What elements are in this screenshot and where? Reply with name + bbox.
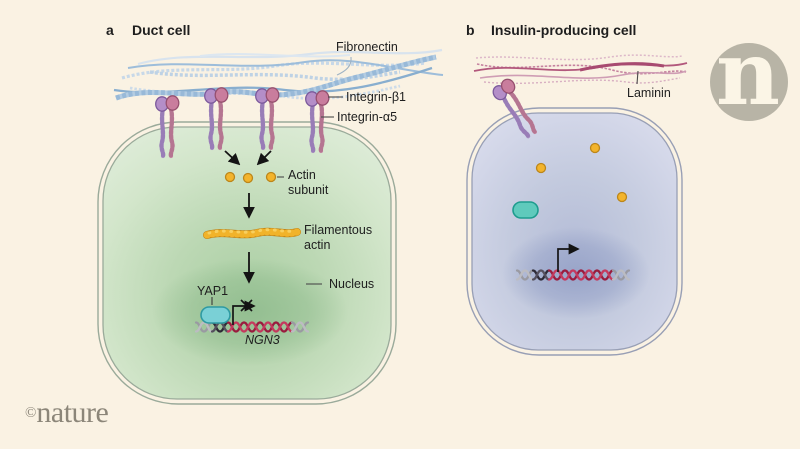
panel-a-title: Duct cell (132, 22, 191, 38)
yap1-protein (200, 306, 231, 324)
label-yap1: YAP1 (197, 284, 229, 298)
duct-cell (97, 121, 397, 405)
duct-nucleus (152, 258, 348, 366)
signal-arrows (224, 150, 272, 284)
label-filamentous-actin: Filamentous actin (304, 223, 373, 253)
transcription-x-mark (240, 299, 253, 312)
insulin-cell (466, 107, 683, 356)
label-integrin-alpha5: Integrin-α5 (337, 110, 398, 124)
converging-arrow-left (224, 150, 241, 166)
label-nucleus: Nucleus (329, 277, 375, 291)
actin-subunit-dot (616, 191, 628, 203)
laminin-leader-line (636, 70, 639, 85)
actin-subunits (224, 171, 277, 184)
panel-a-tag: a (106, 22, 114, 38)
panel-b-tag: b (466, 22, 475, 38)
label-ngn3-gene: NGN3 (245, 333, 280, 347)
label-integrin-beta1: Integrin-β1 (346, 90, 406, 104)
fibronectin-fibers (113, 48, 444, 101)
fibronectin-leader-line (336, 56, 352, 76)
nature-logo-letter: n (716, 21, 780, 125)
label-laminin: Laminin (627, 86, 671, 100)
actin-subunit-dot (535, 162, 547, 174)
filamentous-actin (203, 227, 301, 239)
copyright-name: nature (36, 396, 109, 429)
insulin-cell-outer-membrane (466, 107, 683, 356)
laminin-fibers (473, 54, 688, 85)
copyright-wordmark: ©nature (25, 396, 109, 430)
actin-subunit-dot (265, 171, 277, 183)
actin-subunit-dot (242, 172, 254, 184)
label-fibronectin: Fibronectin (336, 40, 398, 54)
duct-cell-outer-membrane (97, 121, 397, 405)
converging-arrow-right (256, 150, 272, 166)
yap1-protein-cytoplasmic (512, 201, 539, 219)
label-actin-subunit: Actin subunit (288, 168, 329, 198)
actin-subunits-b (535, 142, 628, 203)
active-transcription-arrow (557, 243, 580, 272)
actin-subunit-dot (589, 142, 601, 154)
panel-b-title: Insulin-producing cell (491, 22, 637, 38)
actin-subunit-dot (224, 171, 236, 183)
copyright-symbol: © (25, 405, 37, 421)
blocked-transcription-arrow (232, 299, 256, 325)
leader-lines-a (277, 56, 352, 285)
nature-logo-circle (710, 43, 788, 121)
